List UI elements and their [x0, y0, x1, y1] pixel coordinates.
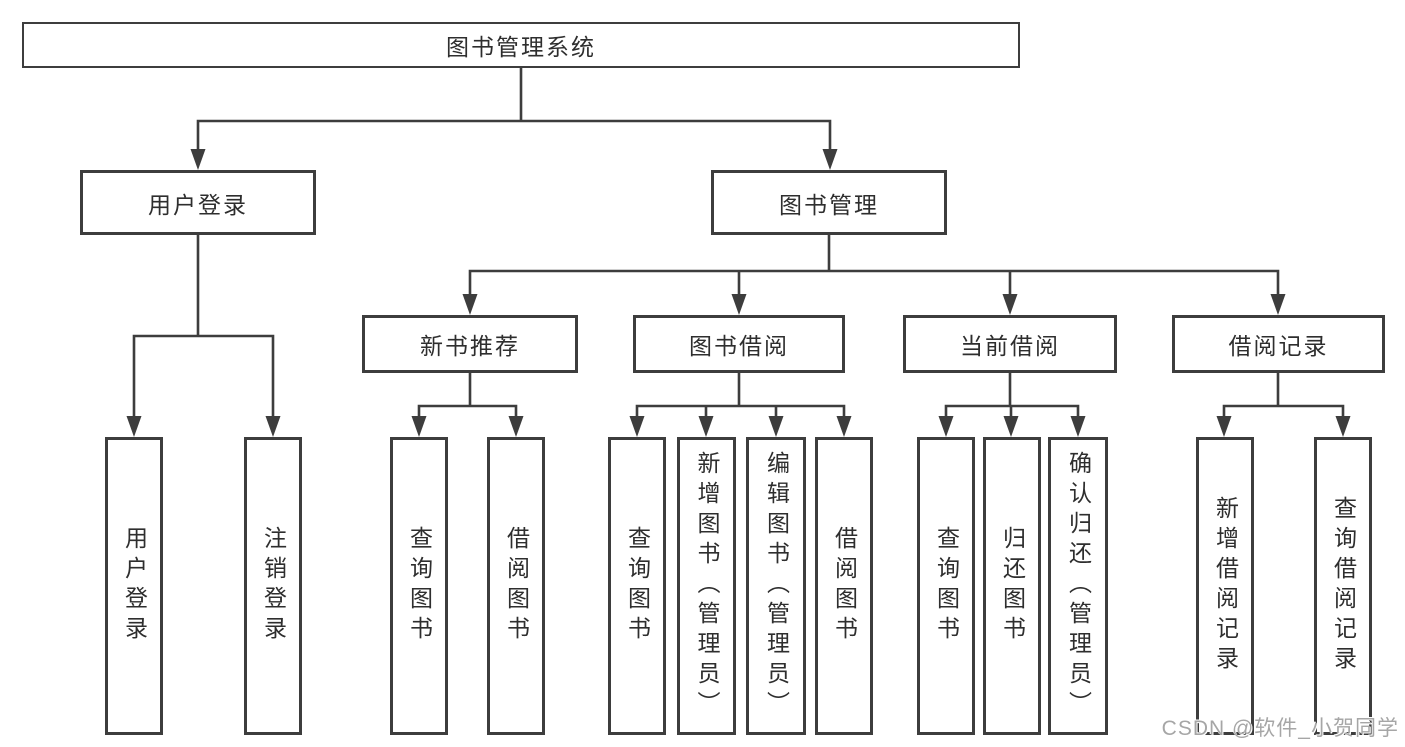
leaf-newbooks-query-books: 查询图书	[390, 437, 448, 735]
node-new-book-recommendation: 新书推荐	[362, 315, 578, 373]
leaf-borrowing-borrow-books: 借阅图书	[815, 437, 873, 735]
leaf-records-add-borrow-record: 新增借阅记录	[1196, 437, 1254, 735]
leaf-borrowing-query-books: 查询图书	[608, 437, 666, 735]
leaf-current-confirm-return-admin: 确认归还（管理员）	[1048, 437, 1108, 735]
leaf-newbooks-borrow-books: 借阅图书	[487, 437, 545, 735]
node-borrow-records: 借阅记录	[1172, 315, 1385, 373]
node-root-library-management-system: 图书管理系统	[22, 22, 1020, 68]
node-current-borrowing: 当前借阅	[903, 315, 1117, 373]
node-book-management: 图书管理	[711, 170, 947, 235]
leaf-user-login: 用户登录	[105, 437, 163, 735]
node-user-login: 用户登录	[80, 170, 316, 235]
csdn-watermark: CSDN @软件_小贺同学	[1161, 717, 1399, 740]
leaf-borrowing-add-books-admin: 新增图书（管理员）	[677, 437, 736, 735]
node-book-borrowing: 图书借阅	[633, 315, 845, 373]
leaf-current-return-books: 归还图书	[983, 437, 1041, 735]
leaf-logout: 注销登录	[244, 437, 302, 735]
leaf-borrowing-edit-books-admin: 编辑图书（管理员）	[746, 437, 806, 735]
leaf-records-query-borrow-record: 查询借阅记录	[1314, 437, 1372, 735]
leaf-current-query-books: 查询图书	[917, 437, 975, 735]
